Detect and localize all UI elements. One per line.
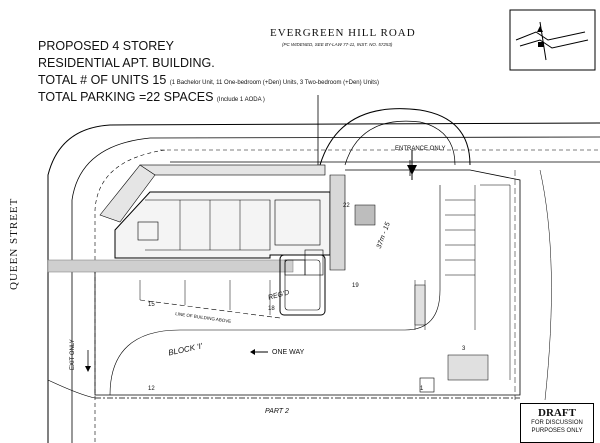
entrance-label: ENTRANCE ONLY (395, 146, 446, 152)
parking-lot-curve-right (404, 185, 441, 331)
title-line-1: PROPOSED 4 STOREY (38, 39, 174, 53)
draft-title: DRAFT (538, 407, 576, 419)
property-line-far (539, 169, 552, 401)
units-detail: (1 Bachelor Unit, 11 One-bedroom (+Den) … (169, 80, 379, 86)
parking-stalls-bottom (139, 280, 489, 393)
title-line-2: RESIDENTIAL APT. BUILDING. (38, 56, 215, 70)
stall-number-1: 1 (420, 386, 424, 392)
corner-curb (47, 124, 111, 443)
stall-number-3: 3 (462, 346, 466, 352)
corner-curb-dashed (94, 149, 166, 443)
one-way-arrow-icon (250, 349, 268, 355)
stall-number-22: 22 (343, 203, 350, 209)
north-arrow-icon (407, 150, 417, 180)
part-label: PART 2 (265, 408, 289, 415)
landscape-strip-left (99, 164, 156, 223)
exit-curve (47, 379, 96, 399)
parking-lot-outline (94, 169, 521, 396)
exit-arrow-icon (85, 350, 91, 372)
one-way-label: ONE WAY (272, 349, 305, 356)
units-label: TOTAL # OF UNITS 15 (38, 73, 167, 87)
queen-walkway (47, 259, 294, 273)
stall-number-12: 12 (148, 386, 155, 392)
draft-line-2: PURPOSES ONLY (531, 428, 583, 434)
stall-number-19: 19 (352, 283, 359, 289)
draft-line-1: FOR DISCUSSION (531, 420, 583, 426)
driveway-hatch (354, 204, 376, 226)
evergreen-road-sublabel: (PC WIDENED, SEE BY-LAW 77-11, INST. NO.… (282, 42, 393, 47)
stall-number-15: 15 (148, 302, 155, 308)
parking-ramp (279, 254, 326, 316)
evergreen-road-edge-top (109, 122, 600, 126)
entrance-ramp-2 (344, 120, 456, 166)
parking-lot-inner (109, 329, 405, 396)
parking-ramp-inner (284, 259, 321, 311)
parking-summary: TOTAL PARKING =22 SPACES (Include 1 AODA… (38, 91, 265, 104)
draft-stamp: DRAFT FOR DISCUSSION PURPOSES ONLY (520, 403, 594, 443)
entrance-ramp (319, 108, 471, 166)
key-map-icon (509, 9, 596, 71)
landscape-strip-top (139, 164, 326, 176)
corner-curb-inner (71, 137, 151, 443)
queen-street-label: QUEEN STREET (8, 197, 20, 290)
parking-detail: (Include 1 AODA ) (216, 97, 265, 103)
evergreen-road-edge-2 (149, 136, 600, 139)
parking-label: TOTAL PARKING =22 SPACES (38, 90, 214, 104)
evergreen-road-label: EVERGREEN HILL ROAD (270, 27, 416, 39)
units-summary: TOTAL # OF UNITS 15 (1 Bachelor Unit, 11… (38, 74, 379, 87)
stall-number-18: 18 (268, 306, 275, 312)
exit-label: EXIT ONLY (70, 339, 76, 370)
parking-stalls-right (445, 184, 511, 380)
paved-pad (329, 174, 346, 271)
